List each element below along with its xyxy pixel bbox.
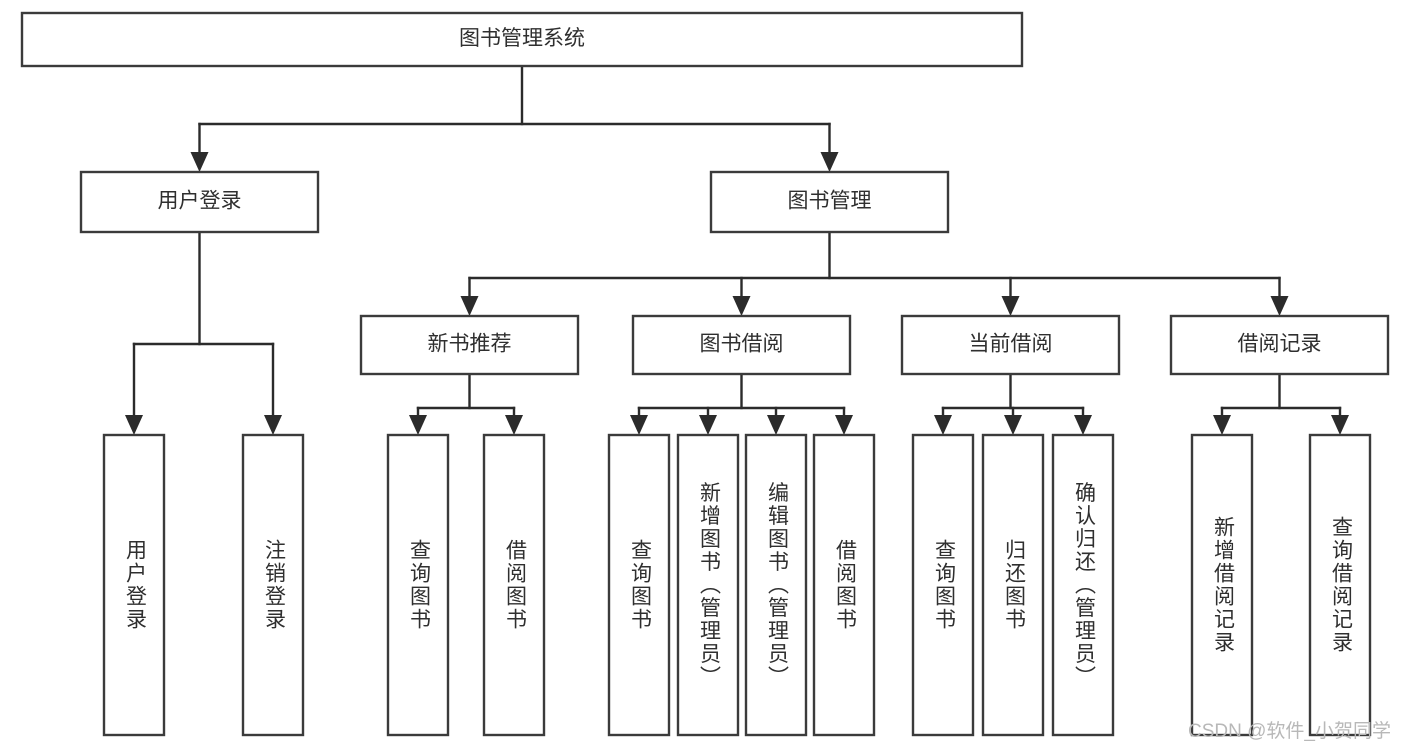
node-label-leaf-query-book-3: 查询图书: [932, 539, 956, 631]
node-box-borrow-record: [1169, 314, 1390, 376]
node-label-leaf-borrow-book-1: 借阅图书: [503, 539, 527, 631]
connector-group-borrow-record: [1213, 372, 1349, 435]
node-label-book-manage: 图书管理: [788, 190, 872, 213]
node-leaf-add-record[interactable]: 新增借阅记录: [1190, 433, 1254, 737]
node-box-book-manage: [709, 170, 950, 234]
node-label-leaf-edit-book: 编辑图书（管理员）: [765, 482, 789, 689]
arrow-head-user-login: [190, 152, 209, 172]
node-leaf-query-record[interactable]: 查询借阅记录: [1308, 433, 1372, 737]
node-leaf-add-book[interactable]: 新增图书（管理员）: [676, 433, 740, 737]
node-label-root: 图书管理系统: [459, 27, 585, 50]
arrow-head-leaf-edit-book: [767, 415, 785, 435]
arrow-head-leaf-query-book-3: [934, 415, 952, 435]
arrow-head-leaf-add-book: [699, 415, 717, 435]
node-box-user-login: [79, 170, 320, 234]
node-leaf-return-book[interactable]: 归还图书: [981, 433, 1045, 737]
node-label-leaf-borrow-book-2: 借阅图书: [833, 539, 857, 631]
node-label-leaf-add-book: 新增图书（管理员）: [697, 482, 721, 689]
node-label-leaf-add-record: 新增借阅记录: [1211, 516, 1235, 654]
node-box-leaf-query-book-3: [911, 433, 975, 737]
node-current-borrow[interactable]: 当前借阅: [900, 314, 1121, 376]
node-label-leaf-logout: 注销登录: [262, 539, 286, 631]
node-box-leaf-confirm-return: [1051, 433, 1115, 737]
node-borrow-record[interactable]: 借阅记录: [1169, 314, 1390, 376]
arrow-head-leaf-logout: [264, 415, 282, 435]
node-label-leaf-query-record: 查询借阅记录: [1329, 516, 1353, 654]
node-leaf-borrow-book-2[interactable]: 借阅图书: [812, 433, 876, 737]
node-box-leaf-logout: [241, 433, 305, 737]
connector-group-book-manage: [460, 230, 1289, 316]
node-leaf-user-login[interactable]: 用户登录: [102, 433, 166, 737]
node-label-current-borrow: 当前借阅: [969, 333, 1053, 356]
arrow-head-leaf-add-record: [1213, 415, 1231, 435]
node-label-leaf-confirm-return: 确认归还（管理员）: [1072, 482, 1096, 689]
node-box-leaf-return-book: [981, 433, 1045, 737]
node-label-borrow-record: 借阅记录: [1238, 333, 1322, 356]
node-leaf-query-book-2[interactable]: 查询图书: [607, 433, 671, 737]
node-book-borrow[interactable]: 图书借阅: [631, 314, 852, 376]
node-box-root: [20, 11, 1024, 68]
node-user-login[interactable]: 用户登录: [79, 170, 320, 234]
connector-group-root: [190, 64, 839, 172]
arrow-head-book-manage: [820, 152, 839, 172]
node-box-leaf-borrow-book-1: [482, 433, 546, 737]
connector-layer: [125, 64, 1349, 435]
node-box-book-borrow: [631, 314, 852, 376]
node-leaf-query-book-1[interactable]: 查询图书: [386, 433, 450, 737]
arrow-head-leaf-query-book-2: [630, 415, 648, 435]
node-box-leaf-add-record: [1190, 433, 1254, 737]
node-box-leaf-edit-book: [744, 433, 808, 737]
arrow-head-leaf-confirm-return: [1074, 415, 1092, 435]
arrow-head-leaf-query-book-1: [409, 415, 427, 435]
node-label-leaf-query-book-2: 查询图书: [628, 539, 652, 631]
arrow-head-leaf-borrow-book-2: [835, 415, 853, 435]
node-leaf-borrow-book-1[interactable]: 借阅图书: [482, 433, 546, 737]
arrow-head-leaf-return-book: [1004, 415, 1022, 435]
node-box-current-borrow: [900, 314, 1121, 376]
node-box-leaf-query-record: [1308, 433, 1372, 737]
node-box-leaf-user-login: [102, 433, 166, 737]
arrow-head-borrow-record: [1270, 296, 1289, 316]
arrow-head-new-book-rec: [460, 296, 479, 316]
connector-group-user-login: [125, 230, 282, 435]
node-leaf-logout[interactable]: 注销登录: [241, 433, 305, 737]
node-layer: 图书管理系统用户登录图书管理新书推荐图书借阅当前借阅借阅记录用户登录注销登录查询…: [20, 11, 1390, 737]
connector-group-current-borrow: [934, 372, 1092, 435]
node-box-leaf-query-book-2: [607, 433, 671, 737]
node-box-leaf-borrow-book-2: [812, 433, 876, 737]
node-root[interactable]: 图书管理系统: [20, 11, 1024, 68]
node-label-leaf-query-book-1: 查询图书: [407, 539, 431, 631]
arrow-head-book-borrow: [732, 296, 751, 316]
node-box-new-book-rec: [359, 314, 580, 376]
node-label-leaf-user-login: 用户登录: [123, 539, 147, 631]
arrow-head-leaf-user-login: [125, 415, 143, 435]
node-label-book-borrow: 图书借阅: [700, 333, 784, 356]
connector-group-new-book-rec: [409, 372, 523, 435]
arrow-head-leaf-borrow-book-1: [505, 415, 523, 435]
watermark-label: CSDN @软件_小贺同学: [1188, 721, 1391, 742]
node-label-user-login: 用户登录: [158, 190, 242, 213]
arrow-head-leaf-query-record: [1331, 415, 1349, 435]
node-book-manage[interactable]: 图书管理: [709, 170, 950, 234]
node-box-leaf-query-book-1: [386, 433, 450, 737]
node-label-leaf-return-book: 归还图书: [1002, 539, 1026, 631]
connector-group-book-borrow: [630, 372, 853, 435]
node-leaf-confirm-return[interactable]: 确认归还（管理员）: [1051, 433, 1115, 737]
node-leaf-edit-book[interactable]: 编辑图书（管理员）: [744, 433, 808, 737]
node-box-leaf-add-book: [676, 433, 740, 737]
node-new-book-rec[interactable]: 新书推荐: [359, 314, 580, 376]
node-leaf-query-book-3[interactable]: 查询图书: [911, 433, 975, 737]
arrow-head-current-borrow: [1001, 296, 1020, 316]
node-label-new-book-rec: 新书推荐: [428, 333, 512, 356]
